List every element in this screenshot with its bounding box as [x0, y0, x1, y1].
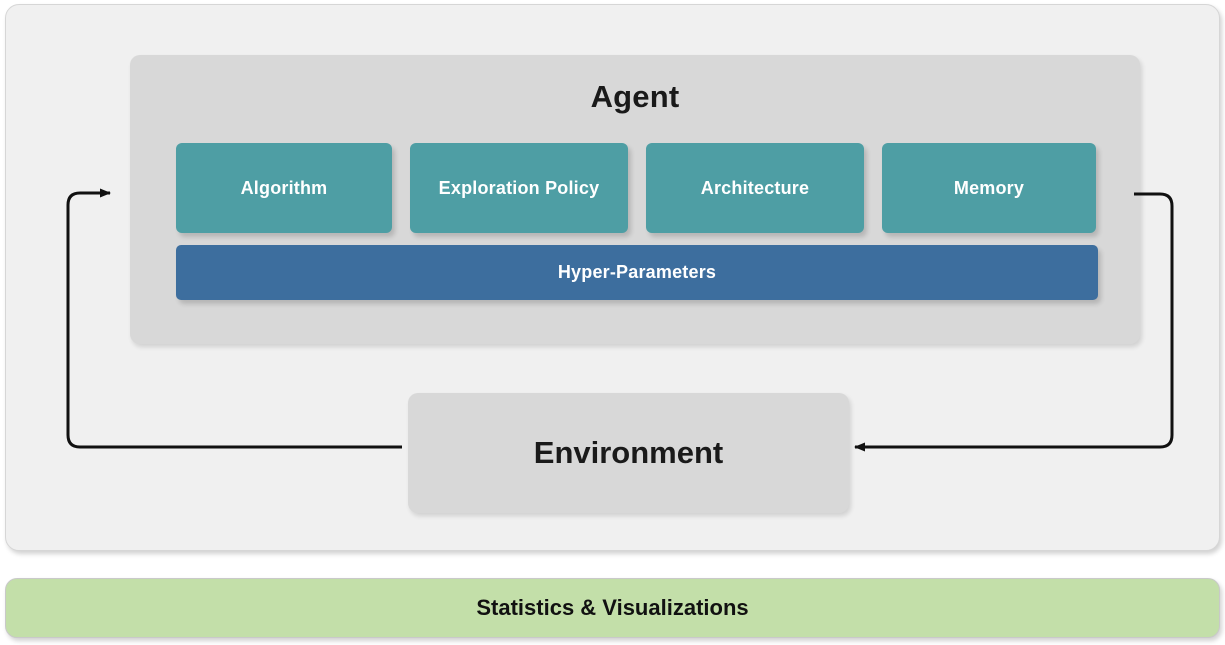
statistics-visualizations-bar[interactable]: Statistics & Visualizations [5, 578, 1220, 638]
agent-component-algorithm[interactable]: Algorithm [176, 143, 392, 233]
agent-component-architecture[interactable]: Architecture [646, 143, 864, 233]
agent-component-memory[interactable]: Memory [882, 143, 1096, 233]
hyper-parameters-bar[interactable]: Hyper-Parameters [176, 245, 1098, 300]
agent-component-row: Algorithm Exploration Policy Architectur… [176, 143, 1098, 233]
framework-container: Agent Algorithm Exploration Policy Archi… [5, 4, 1220, 551]
agent-title: Agent [590, 79, 680, 114]
agent-component-exploration-policy[interactable]: Exploration Policy [410, 143, 628, 233]
environment-box[interactable]: Environment [408, 393, 849, 513]
agent-panel: Agent Algorithm Exploration Policy Archi… [130, 55, 1140, 344]
